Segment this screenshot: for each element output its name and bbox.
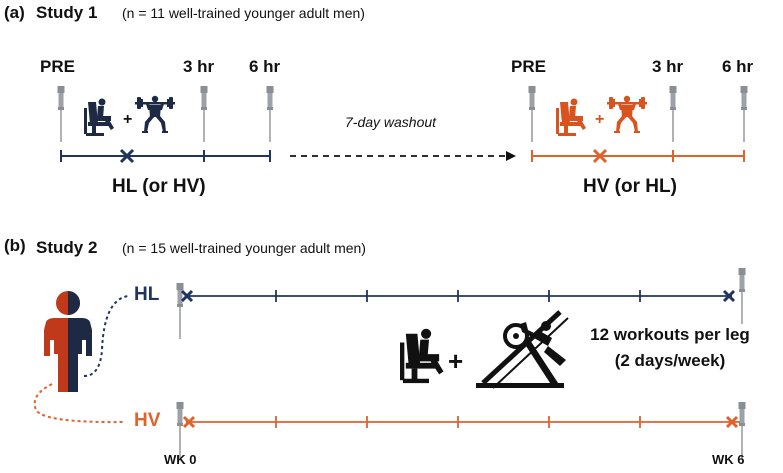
svg-text:+: +: [448, 346, 463, 376]
person-icon: [44, 291, 92, 392]
needle-icon-3hr-left: [200, 86, 208, 142]
time-3hr-right: 3 hr: [652, 57, 684, 76]
squat-barbell-icon: [135, 95, 175, 133]
needle-icon-wk6-top: [738, 268, 746, 324]
study2-title: Study 2: [36, 238, 98, 257]
needle-icon-wk0-bottom: [176, 402, 184, 458]
panel-b-tag: (b): [4, 236, 26, 255]
leg-extension-machine-icon: [400, 328, 444, 384]
needle-icon-pre-left: [57, 86, 65, 142]
time-pre-right: PRE: [511, 57, 546, 76]
connector-hv: [33, 383, 125, 424]
svg-text:+: +: [123, 111, 132, 128]
connector-hl: [83, 295, 129, 377]
leg-extension-machine-icon: [556, 98, 586, 136]
study1-title: Study 1: [36, 3, 98, 22]
time-pre-left: PRE: [40, 57, 75, 76]
timeline-hv: [182, 415, 740, 429]
needle-icon-6hr-right: [740, 86, 748, 142]
workouts-line1: 12 workouts per leg: [590, 325, 750, 344]
leg-extension-machine-icon: [84, 98, 114, 136]
time-3hr-left: 3 hr: [183, 57, 215, 76]
hv-label: HV: [134, 410, 161, 431]
timeline-study1-right: [531, 148, 745, 164]
needle-icon-6hr-left: [266, 86, 274, 142]
needle-icon-wk6-bottom: [738, 402, 746, 458]
squat-barbell-icon: [607, 95, 647, 133]
timeline-hl: [180, 289, 736, 303]
washout-label: 7-day washout: [345, 114, 437, 130]
study1-subtitle: (n = 11 well-trained younger adult men): [122, 5, 365, 21]
week-0-label: WK 0: [164, 452, 197, 467]
workouts-line2: (2 days/week): [614, 351, 726, 370]
svg-text:+: +: [595, 111, 604, 128]
washout-arrow: [290, 151, 516, 161]
timeline-study1-left: [60, 148, 271, 164]
condition-label-left: HL (or HV): [112, 176, 206, 197]
leg-press-machine-icon: [476, 310, 569, 389]
workouts-text: 12 workouts per leg (2 days/week): [570, 322, 770, 374]
panel-a-tag: (a): [4, 3, 25, 22]
hl-label: HL: [134, 284, 160, 305]
time-6hr-right: 6 hr: [722, 57, 754, 76]
needle-icon-3hr-right: [669, 86, 677, 142]
study2-subtitle: (n = 15 well-trained younger adult men): [122, 240, 366, 256]
time-6hr-left: 6 hr: [249, 57, 281, 76]
needle-icon-pre-right: [528, 86, 536, 142]
condition-label-right: HV (or HL): [583, 176, 677, 197]
week-6-label: WK 6: [712, 452, 745, 467]
